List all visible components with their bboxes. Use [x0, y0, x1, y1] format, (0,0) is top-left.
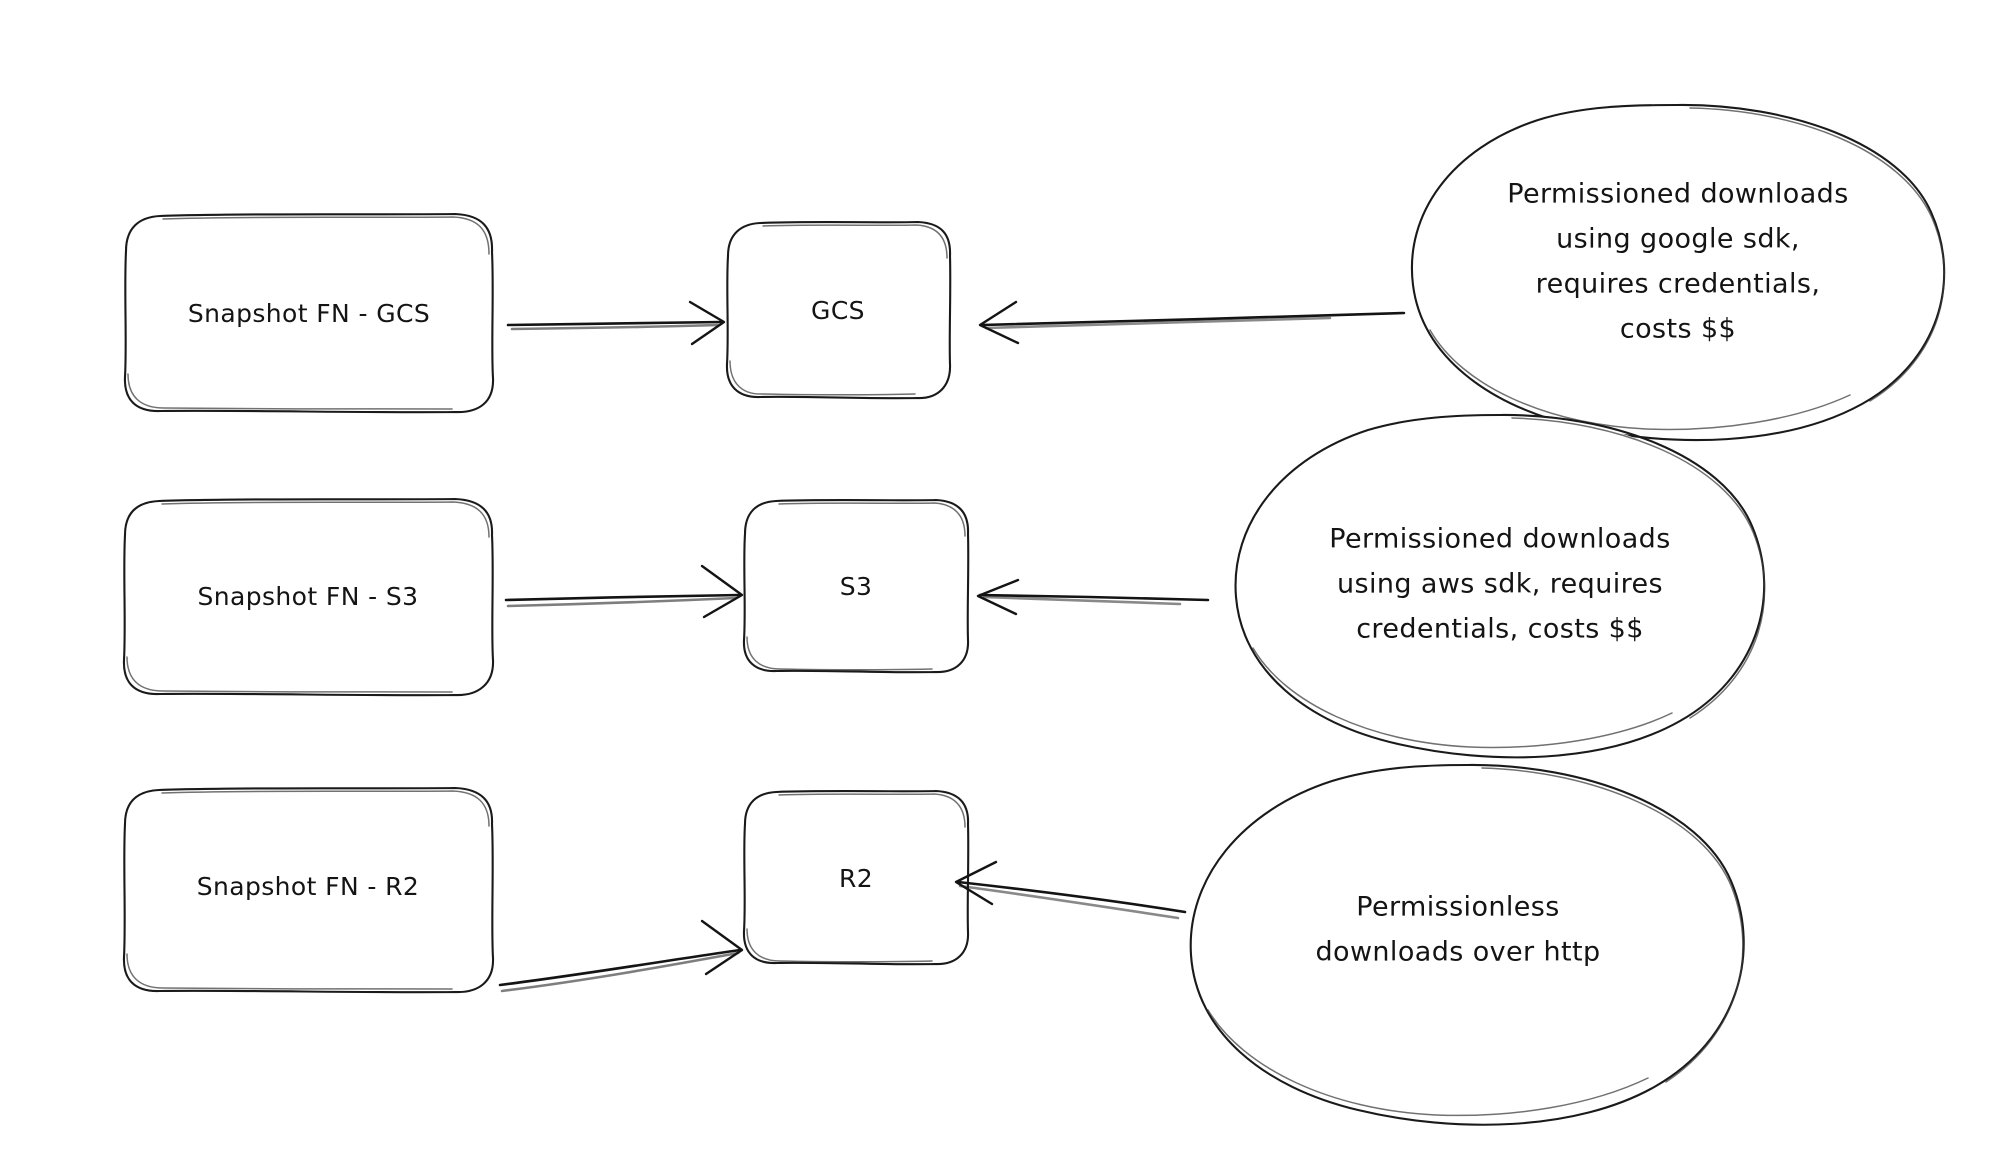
r2-row: Snapshot FN - R2 R2 [122, 763, 1746, 1126]
note-line: credentials, costs $$ [1356, 614, 1644, 645]
node-snapshot-fn-gcs[interactable]: Snapshot FN - GCS [123, 212, 495, 414]
note-line: Permissioned downloads [1329, 524, 1670, 555]
node-r2[interactable]: R2 [742, 789, 970, 966]
node-label: S3 [840, 572, 873, 601]
node-label: GCS [811, 296, 865, 325]
note-s3-downloads[interactable]: Permissioned downloads using aws sdk, re… [1234, 413, 1766, 759]
note-gcs-downloads[interactable]: Permissioned downloads using google sdk,… [1410, 103, 1946, 442]
arrow-snapshot-s3-to-s3 [504, 564, 744, 619]
note-line: Permissionless [1356, 892, 1559, 923]
arrow-note-to-s3 [976, 578, 1210, 616]
note-line: using google sdk, [1556, 224, 1800, 255]
s3-row: Snapshot FN - S3 S3 [122, 413, 1766, 759]
node-label: Snapshot FN - R2 [197, 872, 420, 901]
node-gcs[interactable]: GCS [725, 220, 952, 400]
node-s3[interactable]: S3 [742, 498, 970, 674]
note-line: downloads over http [1315, 937, 1600, 968]
node-label: Snapshot FN - S3 [198, 582, 419, 611]
node-label: Snapshot FN - GCS [188, 299, 430, 328]
arrow-note-to-gcs [978, 300, 1406, 345]
node-snapshot-fn-s3[interactable]: Snapshot FN - S3 [122, 497, 495, 697]
note-r2-downloads[interactable]: Permissionless downloads over http [1189, 763, 1746, 1126]
note-line: Permissioned downloads [1507, 179, 1848, 210]
note-line: requires credentials, [1536, 269, 1821, 300]
node-snapshot-fn-r2[interactable]: Snapshot FN - R2 [122, 786, 495, 994]
gcs-row: Snapshot FN - GCS GCS [123, 103, 1946, 442]
arrow-snapshot-gcs-to-gcs [506, 300, 726, 346]
node-label: R2 [839, 864, 873, 893]
note-line: using aws sdk, requires [1337, 569, 1663, 600]
arrow-snapshot-r2-to-r2 [498, 919, 744, 993]
arrow-note-to-r2 [954, 860, 1187, 920]
note-line: costs $$ [1620, 314, 1736, 345]
